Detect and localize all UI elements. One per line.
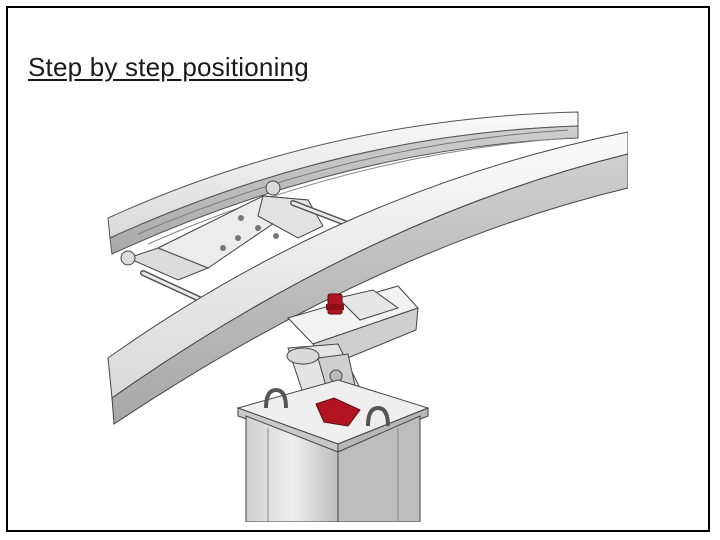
red-stopper-lower xyxy=(315,397,361,427)
front-rail xyxy=(107,131,628,425)
carriage-plate xyxy=(120,180,356,306)
support-post xyxy=(245,415,421,522)
curved-rail-trolley-illustration xyxy=(107,111,628,522)
back-rail xyxy=(107,111,579,255)
slide: Step by step positioning xyxy=(6,6,710,532)
red-stopper-upper xyxy=(326,293,344,315)
slide-title: Step by step positioning xyxy=(28,52,309,82)
